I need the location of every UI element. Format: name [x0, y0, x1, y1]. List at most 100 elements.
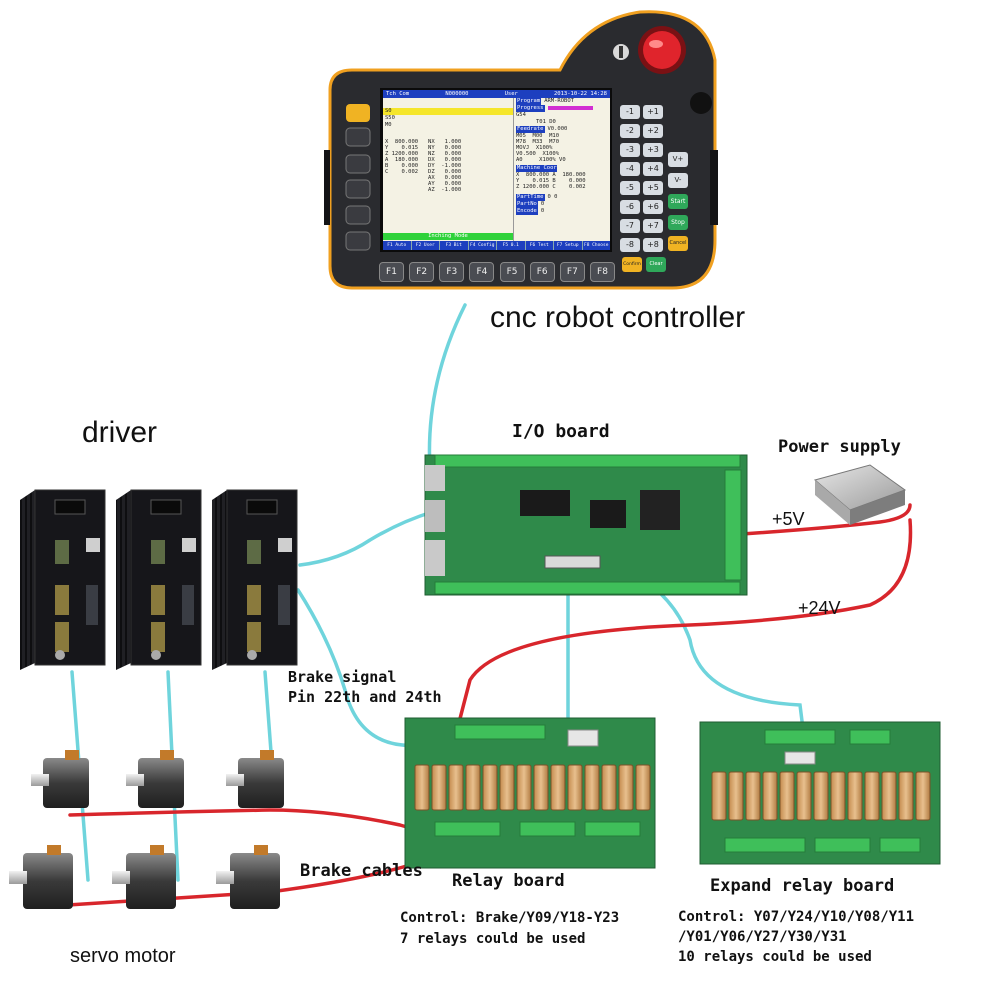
confirm-key[interactable]: Confirm	[622, 257, 642, 272]
work-coordinate: G54	[516, 112, 526, 118]
jog-plus-8-key[interactable]: +8	[643, 238, 663, 252]
screen-date: 2013-10-22 14:28	[554, 91, 607, 97]
io-board-label: I/O board	[512, 421, 610, 442]
f8-key[interactable]: F8	[589, 262, 615, 282]
jog-plus-6-key[interactable]: +6	[643, 200, 663, 214]
relay	[847, 771, 863, 821]
program-label: Program	[516, 98, 542, 105]
speed-down-key[interactable]: V-	[668, 173, 688, 188]
hand-key[interactable]	[345, 231, 371, 251]
servo-motor-6	[216, 845, 280, 909]
io-board	[424, 454, 748, 596]
stop-key[interactable]: Stop	[668, 215, 688, 230]
f3-key[interactable]: F3	[439, 262, 465, 282]
relay	[864, 771, 880, 821]
relay	[728, 771, 744, 821]
mcode-status: M05 M00 M10 M78 M33 M70	[516, 133, 560, 145]
code-line[interactable]: S50	[385, 115, 395, 121]
expand-relay-board	[699, 721, 941, 865]
f7-key[interactable]: F7	[559, 262, 585, 282]
f4-key[interactable]: F4	[469, 262, 495, 282]
relay-control-text: Control: Brake/Y09/Y18-Y23	[400, 910, 619, 926]
key-switch[interactable]	[613, 44, 629, 60]
expand-count-text: 10 relays could be used	[678, 949, 872, 965]
softkey-label[interactable]: F7 Setup	[554, 241, 583, 250]
jog-plus-7-key[interactable]: +7	[643, 219, 663, 233]
jog-minus-1-key[interactable]: -1	[620, 105, 640, 119]
relay	[813, 771, 829, 821]
softkey-label[interactable]: F2 User	[412, 241, 440, 250]
part-no-value: 0	[540, 201, 545, 207]
softkey-label[interactable]: F6 Test	[526, 241, 554, 250]
expand-relay-board-label: Expand relay board	[710, 876, 894, 896]
handwheel-knob[interactable]	[690, 92, 712, 114]
jog-plus-3-key[interactable]: +3	[643, 143, 663, 157]
softkey-label[interactable]: F8 Choose	[584, 243, 609, 248]
speed-up-key[interactable]: V+	[668, 152, 688, 167]
relay	[711, 771, 727, 821]
reset-key[interactable]	[346, 104, 370, 122]
expand-control-text: Control: Y07/Y24/Y10/Y08/Y11	[678, 909, 914, 925]
encode-value: 0	[540, 208, 545, 214]
position-readout: X 800.000 NX 1.000 Y 0.015 NY 0.000 Z 12…	[385, 139, 462, 193]
expand-control-text-2: /Y01/Y06/Y27/Y30/Y31	[678, 929, 847, 945]
jog-plus-1-key[interactable]: +1	[643, 105, 663, 119]
relay	[635, 764, 651, 811]
s-minus-key[interactable]	[345, 154, 371, 174]
program-pane: S0 S50 M0 X 800.000 NX 1.000 Y 0.015 NY …	[383, 98, 514, 241]
jog-minus-4-key[interactable]: -4	[620, 162, 640, 176]
jog-minus-7-key[interactable]: -7	[620, 219, 640, 233]
jog-minus-2-key[interactable]: -2	[620, 124, 640, 138]
relay	[448, 764, 464, 811]
relay	[584, 764, 600, 811]
softkey-label[interactable]: F1 Auto	[383, 241, 412, 250]
power-supply-label: Power supply	[778, 437, 901, 457]
function-key-row: F1 F2 F3 F4 F5 F6 F7 F8	[379, 262, 615, 282]
relay-board-label: Relay board	[452, 871, 565, 891]
jog-plus-5-key[interactable]: +5	[643, 181, 663, 195]
pendant-screen: Tch Com N000000 User 2013-10-22 14:28 S0…	[383, 90, 610, 250]
motion-status: MOVJ X100% V0.500 X100% A0 X100% V0	[516, 145, 566, 163]
jog-plus-column: +1 +2 +3 +4 +5 +6 +7 +8	[643, 105, 663, 252]
left-key-column	[345, 104, 371, 251]
jog-minus-5-key[interactable]: -5	[620, 181, 640, 195]
relay	[762, 771, 778, 821]
relay-board	[404, 717, 656, 869]
machine-coord-label: Machine Coor	[516, 165, 557, 172]
part-time-value: 0 0	[547, 194, 558, 200]
coord-key[interactable]	[345, 205, 371, 225]
jog-minus-3-key[interactable]: -3	[620, 143, 640, 157]
progress-label: Progress	[516, 105, 545, 112]
servo-motor-2	[126, 750, 184, 808]
step-key[interactable]	[345, 179, 371, 199]
relay	[618, 764, 634, 811]
jog-minus-8-key[interactable]: -8	[620, 238, 640, 252]
relay	[516, 764, 532, 811]
jog-minus-6-key[interactable]: -6	[620, 200, 640, 214]
softkey-label[interactable]: F4 Config	[469, 241, 497, 250]
emergency-stop-button[interactable]	[638, 26, 686, 74]
f5-key[interactable]: F5	[499, 262, 525, 282]
softkey-label[interactable]: F3 Bit	[440, 241, 469, 250]
servo-driver-2	[116, 489, 202, 670]
f6-key[interactable]: F6	[529, 262, 555, 282]
code-line[interactable]: S0	[383, 108, 513, 115]
relay	[745, 771, 761, 821]
relay-row	[414, 764, 651, 811]
f2-key[interactable]: F2	[409, 262, 435, 282]
softkey-label[interactable]: F5 0.1	[497, 241, 526, 250]
softkey-bar: Inching Mode F1 Auto F2 User F3 Bit F4 C…	[383, 233, 610, 250]
progress-bar	[547, 106, 593, 110]
code-line[interactable]: M0	[385, 122, 392, 128]
f1-key[interactable]: F1	[379, 262, 404, 282]
jog-plus-2-key[interactable]: +2	[643, 124, 663, 138]
jog-plus-4-key[interactable]: +4	[643, 162, 663, 176]
start-key[interactable]: Start	[668, 194, 688, 209]
brake-signal-label: Brake signal	[288, 668, 396, 686]
clear-key[interactable]: Clear	[646, 257, 666, 272]
screen-title-bar: Tch Com N000000 User 2013-10-22 14:28	[383, 90, 610, 98]
cancel-key[interactable]: Cancel	[668, 236, 688, 251]
power-supply	[813, 464, 907, 525]
s-plus-key[interactable]	[345, 127, 371, 147]
tool-info: T01 D0	[536, 119, 556, 125]
